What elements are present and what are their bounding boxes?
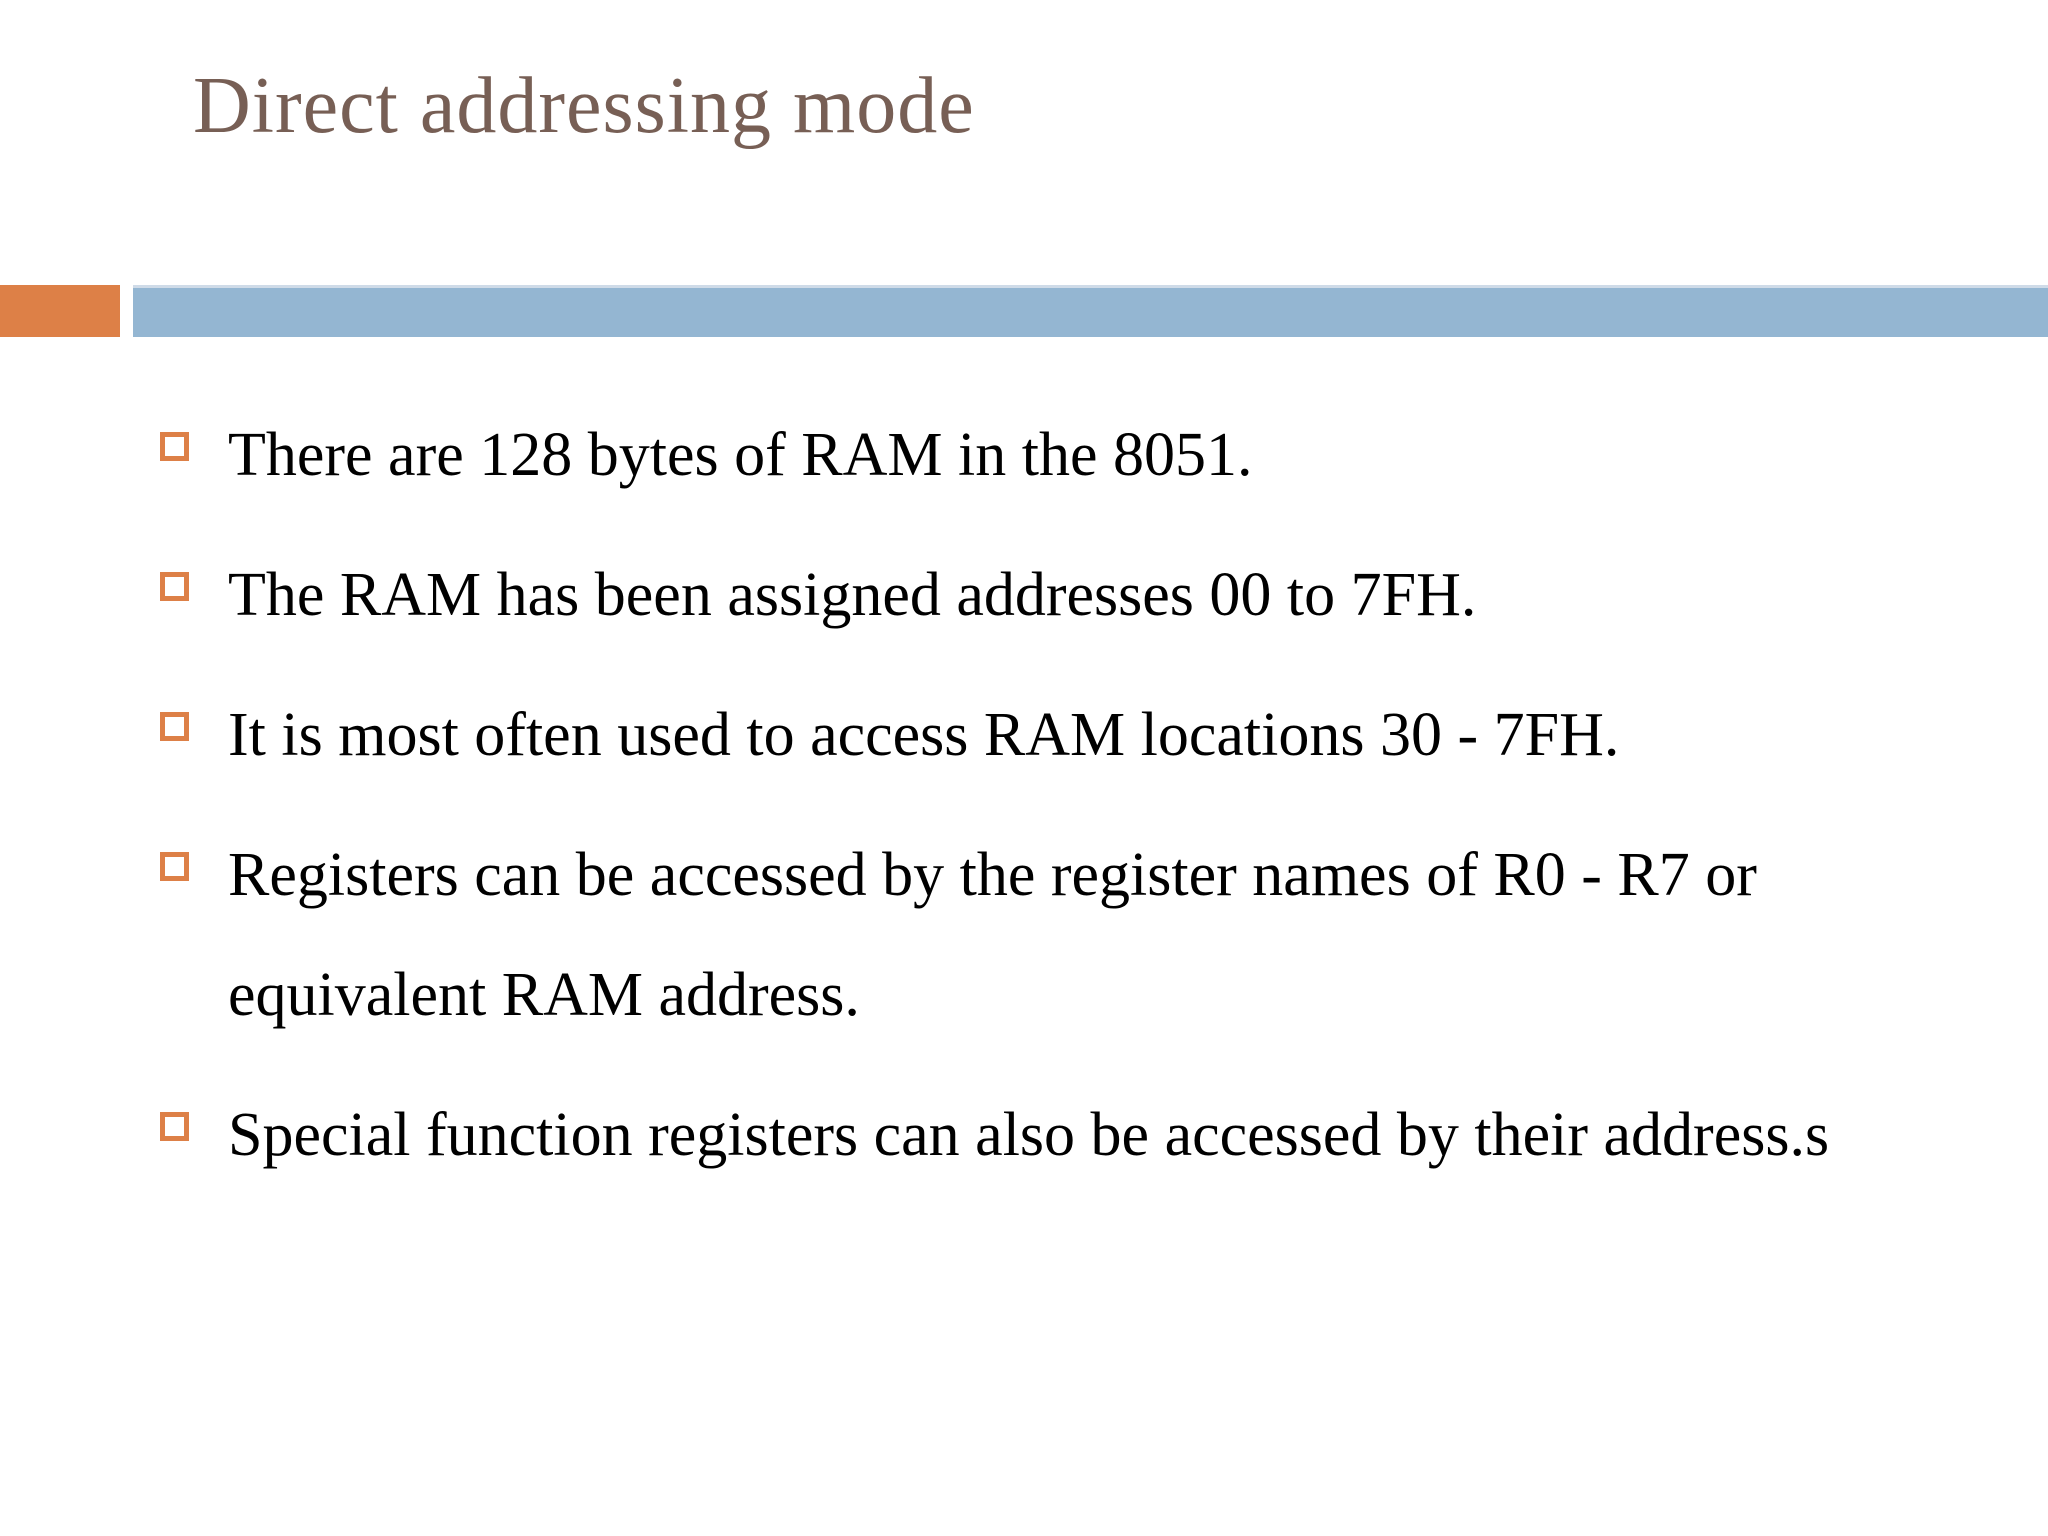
square-bullet-icon	[160, 712, 189, 741]
bullet-item: Special function registers can also be a…	[160, 1075, 1970, 1195]
accent-bar-orange	[0, 285, 120, 337]
bullet-item: Registers can be accessed by the registe…	[160, 815, 1970, 1055]
title-divider	[0, 285, 2048, 337]
bullet-item: There are 128 bytes of RAM in the 8051.	[160, 395, 1970, 515]
bullet-text: It is most often used to access RAM loca…	[228, 701, 1620, 769]
square-bullet-icon	[160, 432, 189, 461]
bullet-text: The RAM has been assigned addresses 00 t…	[228, 561, 1477, 629]
square-bullet-icon	[160, 1112, 189, 1141]
accent-bar-gap	[120, 285, 133, 337]
bullet-text: Special function registers can also be a…	[228, 1101, 1830, 1169]
square-bullet-icon	[160, 572, 189, 601]
bullet-text: There are 128 bytes of RAM in the 8051.	[228, 421, 1253, 489]
bullet-item: It is most often used to access RAM loca…	[160, 675, 1970, 795]
bullet-text: Registers can be accessed by the registe…	[228, 841, 1757, 1029]
square-bullet-icon	[160, 852, 189, 881]
bullet-item: The RAM has been assigned addresses 00 t…	[160, 535, 1970, 655]
bullet-list: There are 128 bytes of RAM in the 8051. …	[160, 395, 1970, 1215]
slide-title: Direct addressing mode	[193, 62, 975, 150]
accent-bar-blue	[133, 285, 2048, 337]
